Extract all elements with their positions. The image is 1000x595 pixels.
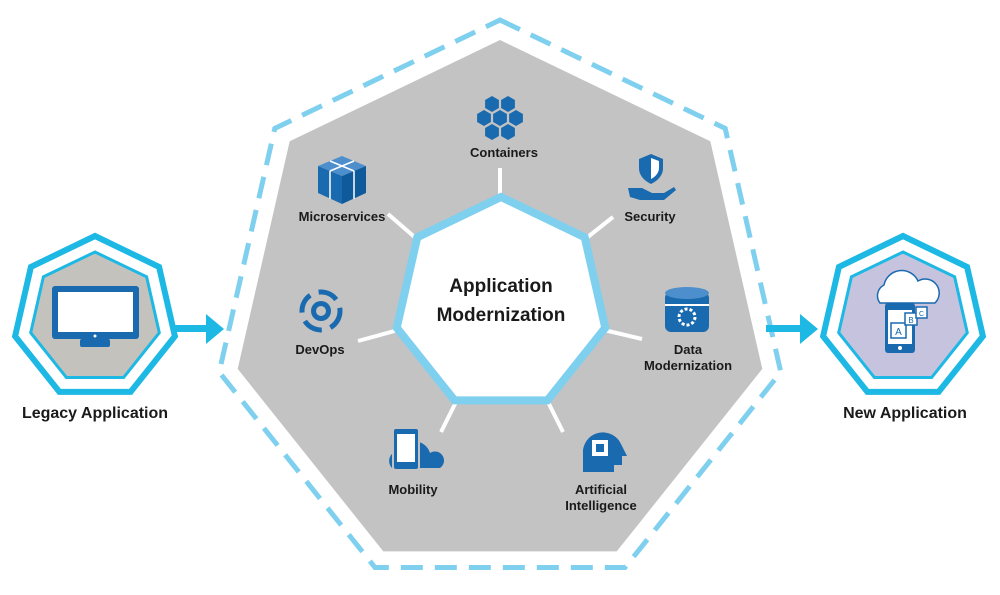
container-hex xyxy=(477,110,491,126)
container-hex xyxy=(501,96,515,112)
containers-icon xyxy=(477,96,523,140)
node-data-label-line1: Data xyxy=(674,342,703,357)
container-hex xyxy=(485,96,499,112)
outer-dashed-heptagon xyxy=(216,17,784,570)
center-heptagon xyxy=(392,192,610,405)
new-application-label: New Application xyxy=(843,405,967,422)
security-shield-hand-icon xyxy=(628,154,676,200)
container-hex xyxy=(501,124,515,140)
mobile-cloud-icon xyxy=(389,427,445,471)
center-title-line1: Application xyxy=(449,276,552,297)
node-microservices-label: Microservices xyxy=(299,209,386,224)
database-gear-icon xyxy=(665,287,709,332)
ai-head-chip-icon xyxy=(583,432,627,472)
center-title-line2: Modernization xyxy=(437,305,566,326)
devops-cycle-icon xyxy=(299,289,343,333)
legacy-application-label: Legacy Application xyxy=(22,405,168,422)
spokes xyxy=(357,168,643,433)
node-ai-label-line1: Artificial xyxy=(575,482,627,497)
letter-c: C xyxy=(919,311,924,318)
cloud-phone-abc-icon: A B C xyxy=(876,269,940,353)
node-data-label-line2: Modernization xyxy=(644,358,732,373)
letter-a: A xyxy=(895,327,902,338)
container-hex xyxy=(485,124,499,140)
container-hex xyxy=(509,110,523,126)
monitor-icon xyxy=(52,286,139,347)
container-hex xyxy=(493,110,507,126)
node-ai-label-line2: Intelligence xyxy=(565,498,637,513)
arrow-to-new-application xyxy=(766,314,818,344)
node-devops-label: DevOps xyxy=(295,342,344,357)
letter-b: B xyxy=(908,316,913,325)
node-containers-label: Containers xyxy=(470,145,538,160)
node-mobility-label: Mobility xyxy=(388,482,438,497)
microservices-cube-icon xyxy=(318,156,366,204)
node-security-label: Security xyxy=(624,209,676,224)
arrow-to-modernization xyxy=(172,314,224,344)
